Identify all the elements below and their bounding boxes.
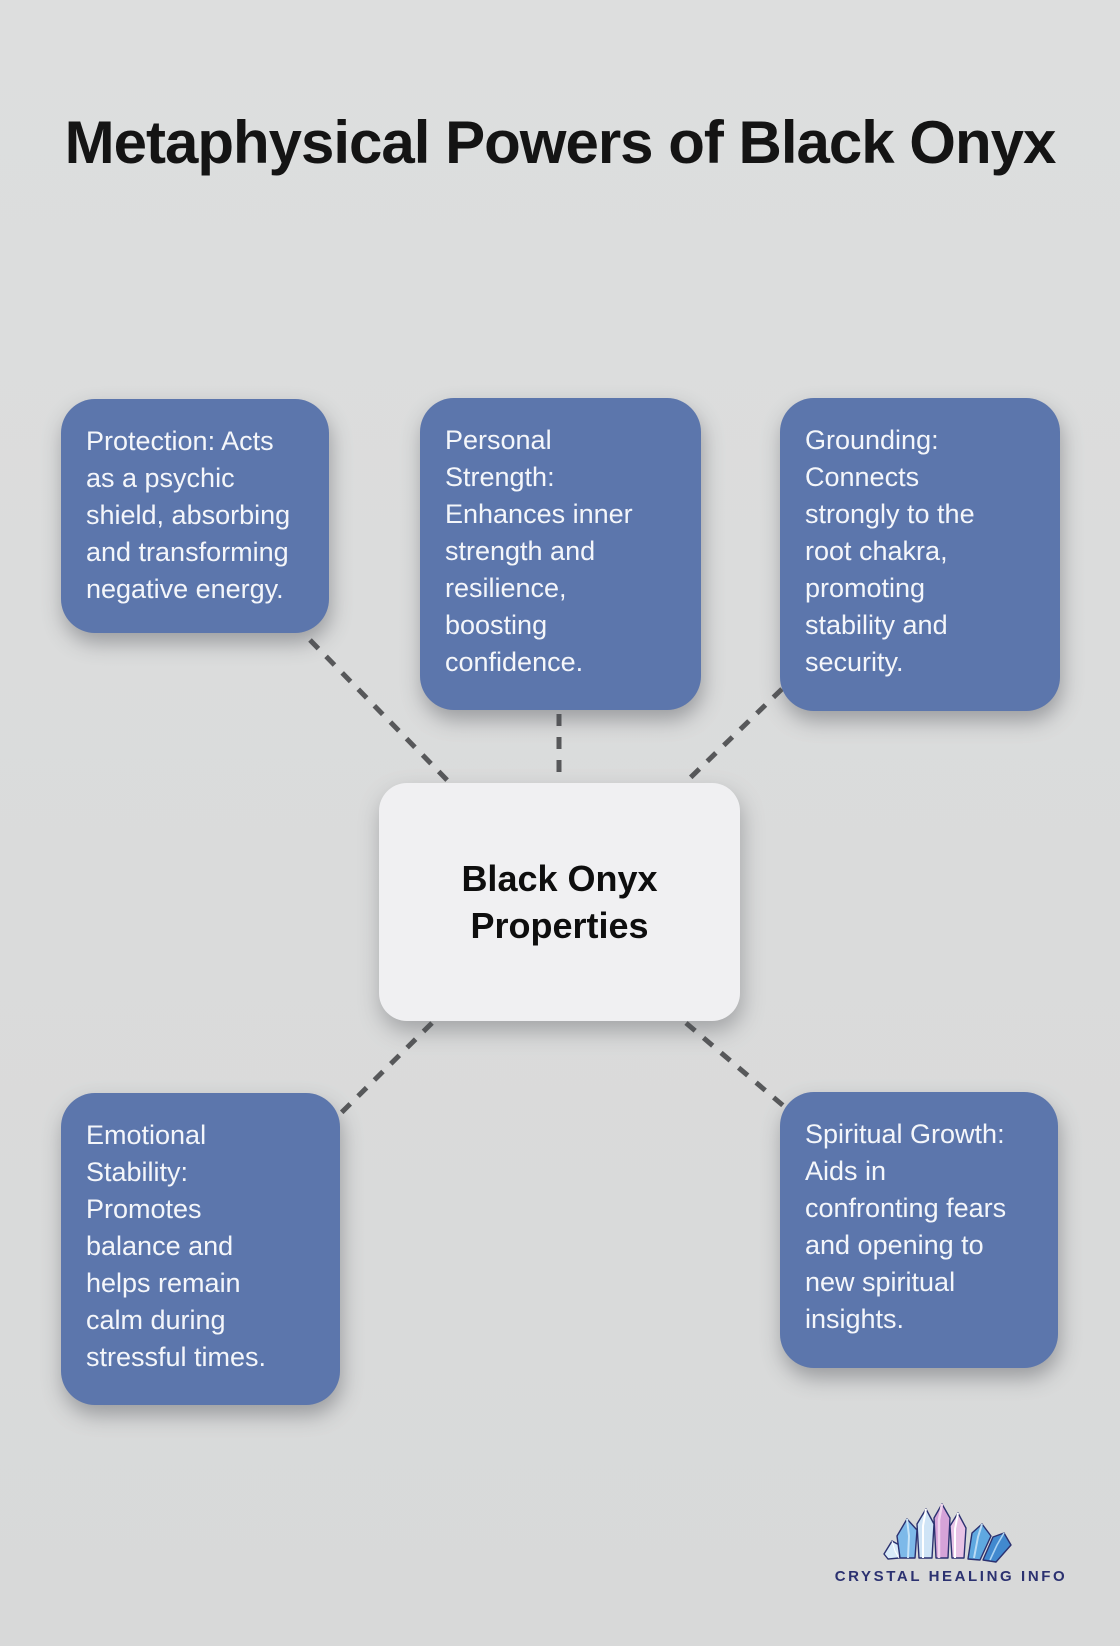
brand-logo: CRYSTAL HEALING INFO: [811, 1502, 1091, 1585]
node-personal-strength: Personal Strength: Enhances inner streng…: [420, 398, 701, 710]
node-grounding: Grounding: Connects strongly to the root…: [780, 398, 1060, 711]
center-node-label: Black Onyx Properties: [461, 858, 658, 946]
connector-bottom-left: [336, 1021, 434, 1118]
page-title: Metaphysical Powers of Black Onyx: [64, 109, 1057, 176]
node-emotional-stability: Emotional Stability: Promotes balance an…: [61, 1093, 340, 1405]
node-spiritual-growth: Spiritual Growth: Aids in confronting fe…: [780, 1092, 1058, 1368]
crystal-cluster-icon: [883, 1503, 1012, 1563]
node-protection: Protection: Acts as a psychic shield, ab…: [61, 399, 329, 633]
connector-top-left: [308, 638, 451, 784]
connector-bottom-right: [684, 1021, 788, 1110]
connector-top-right: [687, 687, 784, 781]
brand-name: CRYSTAL HEALING INFO: [834, 1568, 1068, 1585]
center-node: Black Onyx Properties: [379, 783, 740, 1021]
